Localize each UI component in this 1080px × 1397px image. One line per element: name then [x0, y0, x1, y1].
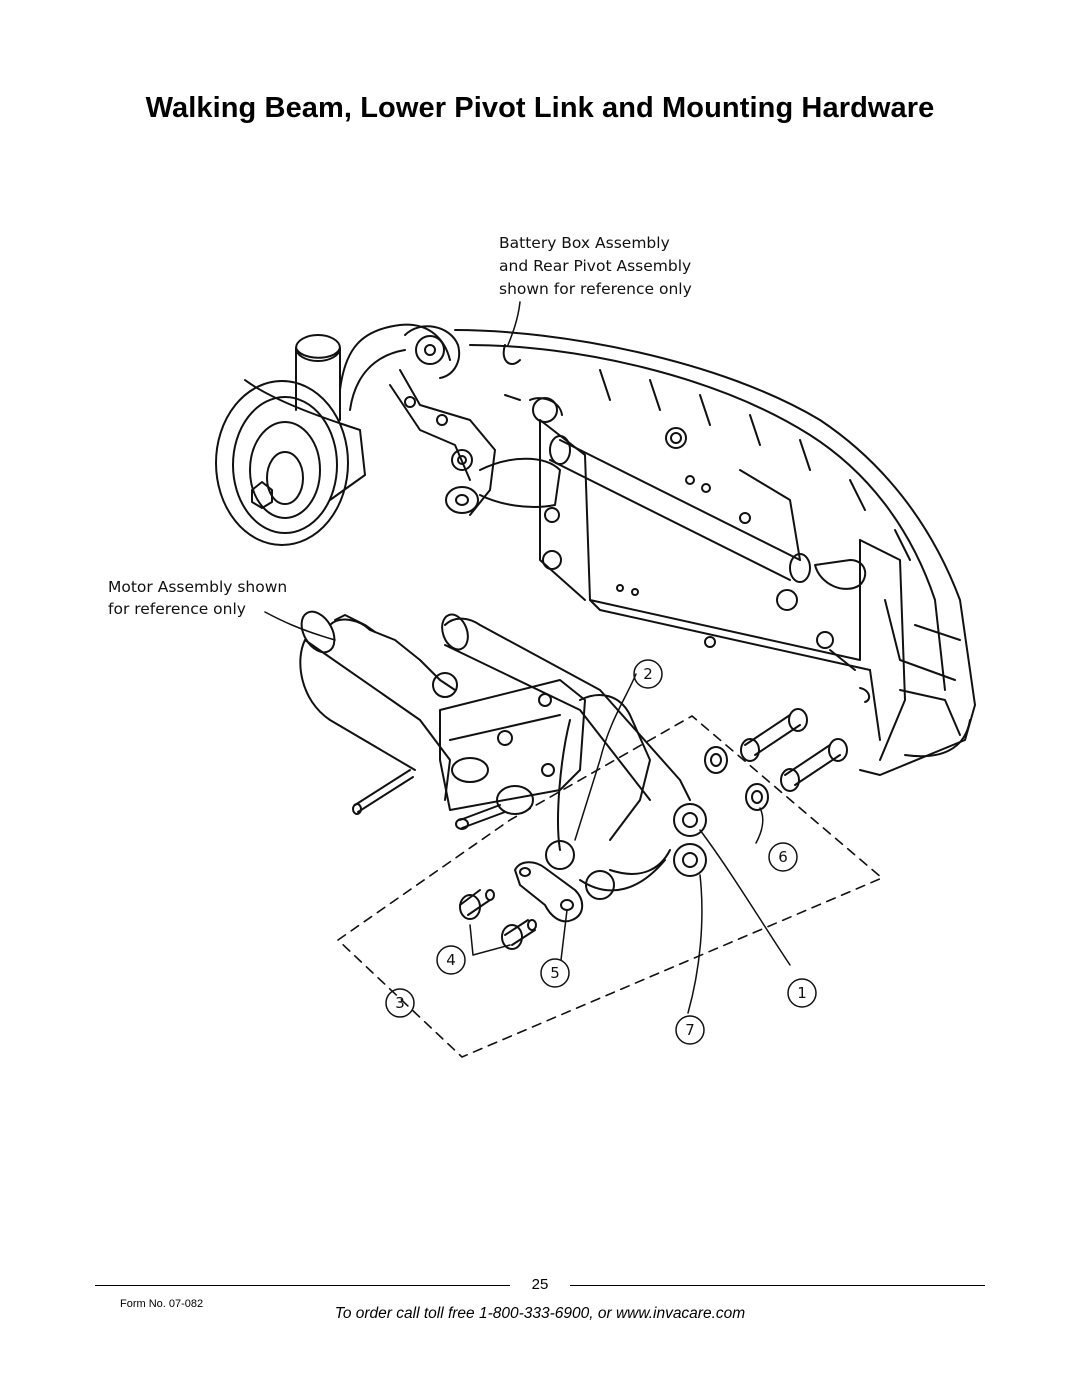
svg-text:and Rear Pivot Assembly: and Rear Pivot Assembly: [499, 257, 691, 275]
svg-text:4: 4: [446, 951, 456, 969]
footer-rule-left: [95, 1285, 510, 1286]
svg-text:3: 3: [395, 994, 405, 1012]
kit-boundary-dashed: [337, 715, 883, 1058]
pivot-link-drawing: [389, 325, 563, 516]
footer-rule-right: [570, 1285, 985, 1286]
pivot-pins-drawing: [704, 708, 848, 811]
svg-text:7: 7: [685, 1021, 695, 1039]
motor-assembly-drawing: [299, 610, 586, 830]
form-number: Form No. 07-082: [120, 1298, 204, 1310]
svg-text:2: 2: [643, 665, 653, 683]
walking-beam-drawing: [441, 613, 707, 900]
small-hardware-drawing: [459, 861, 584, 950]
item-balloon-7: 7: [675, 1015, 705, 1045]
leader-lines: [264, 301, 791, 1014]
order-info: To order call toll free 1-800-333-6900, …: [334, 1305, 746, 1322]
motor-callout: Motor Assembly shown for reference only: [108, 578, 287, 618]
page-number: 25: [531, 1276, 549, 1293]
caster-wheel-drawing: [215, 323, 451, 546]
svg-text:Battery Box Assembly: Battery Box Assembly: [499, 234, 670, 252]
svg-text:1: 1: [797, 984, 807, 1002]
page-title: Walking Beam, Lower Pivot Link and Mount…: [145, 92, 935, 124]
item-balloon-2: 2: [633, 659, 663, 689]
svg-text:shown for reference only: shown for reference only: [499, 280, 692, 298]
svg-text:6: 6: [778, 848, 788, 866]
item-balloon-4: 4: [436, 945, 466, 975]
battery-box-frame-drawing: [454, 329, 976, 776]
svg-text:5: 5: [550, 964, 560, 982]
item-balloon-3: 3: [385, 988, 415, 1018]
item-balloon-1: 1: [787, 978, 817, 1008]
item-balloon-6: 6: [768, 842, 798, 872]
svg-text:Motor Assembly shown: Motor Assembly shown: [108, 578, 287, 596]
item-balloon-5: 5: [540, 958, 570, 988]
battery-box-callout: Battery Box Assembly and Rear Pivot Asse…: [499, 234, 692, 298]
svg-text:for reference only: for reference only: [108, 600, 246, 618]
